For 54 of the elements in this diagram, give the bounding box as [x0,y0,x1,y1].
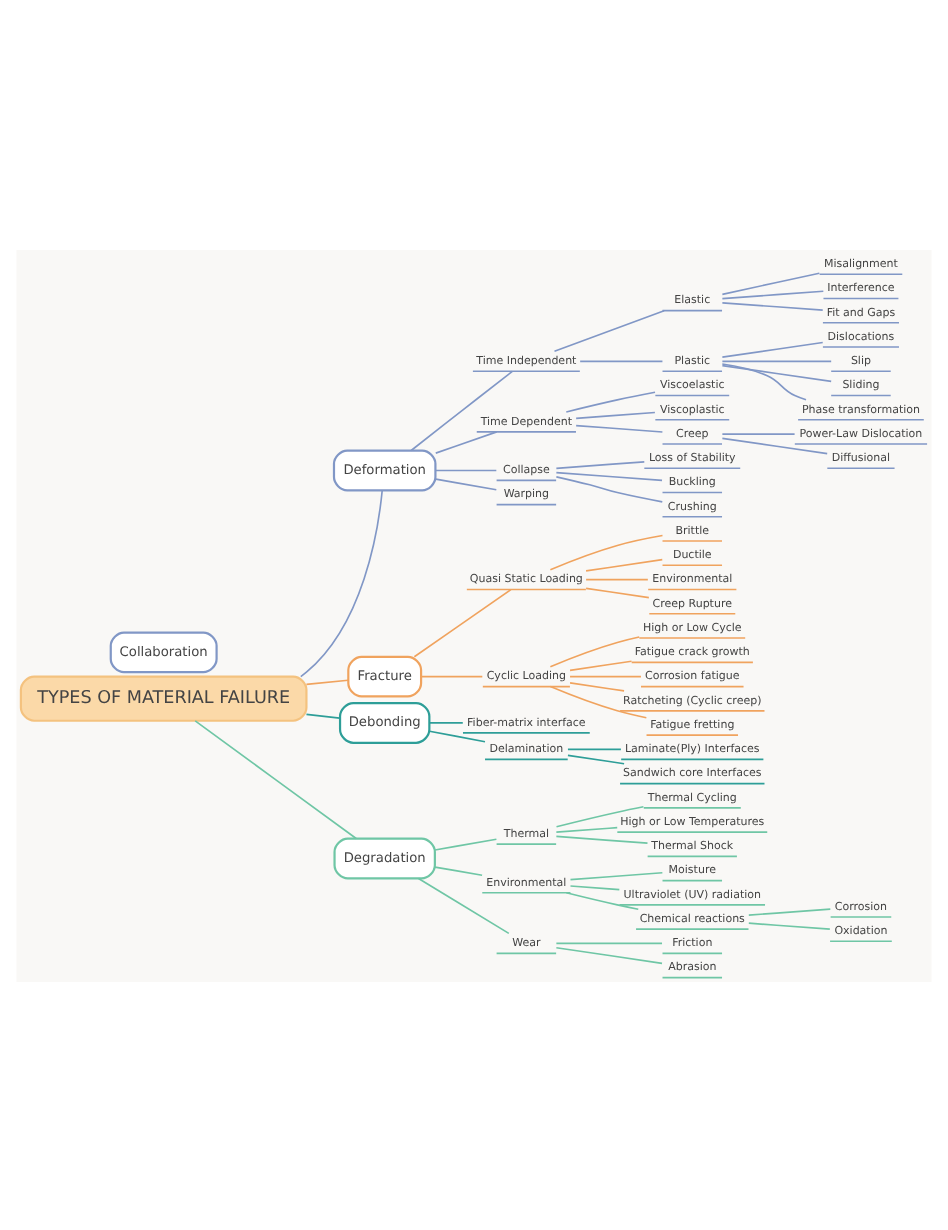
connector [721,362,807,400]
connector [575,423,664,432]
connector [413,587,512,657]
connector [434,837,498,850]
connector [721,436,828,454]
connector [579,359,664,362]
connector [569,884,621,890]
connector [410,369,514,451]
connector [721,363,832,382]
connector [555,475,664,502]
connector [420,674,484,677]
connector [428,729,486,742]
connector [748,921,831,929]
connector [567,747,622,750]
connector [434,477,498,490]
connector [565,390,656,412]
connector [194,719,358,839]
connector [434,430,498,453]
node-box: TYPES OF MATERIAL FAILURE [19,674,308,721]
connector [555,941,663,944]
connector [569,870,664,880]
connector [553,308,665,352]
connector [428,721,464,723]
connector [555,460,646,469]
connector [721,289,825,299]
connector [555,825,619,832]
connector [549,684,648,718]
connector [555,945,663,964]
connector [417,876,510,934]
connector [565,890,640,910]
connector [434,865,483,876]
connector [434,468,498,471]
connector [721,271,821,295]
connector [748,907,832,915]
connector [569,674,642,677]
connector [569,659,633,671]
connector [299,488,384,677]
connector [721,432,796,434]
connector [585,577,649,580]
connector [549,533,664,570]
connector [721,359,832,362]
connector [555,805,645,827]
connector [575,410,656,419]
connector [585,586,650,598]
connector [549,635,641,667]
connector [305,678,349,685]
connector [721,340,824,357]
connector [721,301,824,310]
connector [555,470,663,481]
connector [567,753,625,764]
connector [569,681,625,691]
connector [305,712,341,718]
connector [555,834,649,843]
connector [585,557,664,571]
